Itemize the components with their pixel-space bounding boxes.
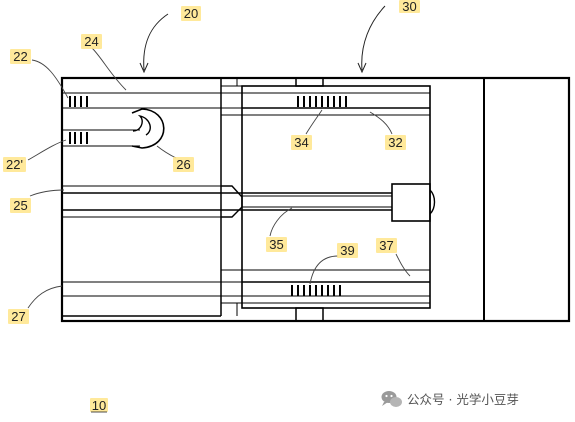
ref-label-24: 24 [81,34,102,49]
end-block [391,183,436,222]
grating-34 [297,96,347,107]
svg-text:22': 22' [6,157,23,172]
svg-text:35: 35 [269,237,283,252]
ref-label-20: 20 [181,6,201,21]
hook-waveguide [62,108,165,149]
ref-label-27: 27 [8,309,29,324]
svg-text:22: 22 [13,49,27,64]
left-module [62,78,222,317]
ref-label-25: 25 [10,198,31,213]
svg-text:20: 20 [184,6,198,21]
coupling-gap [221,78,242,316]
grating-upper-left [69,96,88,107]
svg-text:10: 10 [92,398,106,413]
svg-text:39: 39 [340,243,354,258]
ref-label-10: 10 [90,398,108,413]
ref-label-22-prime: 22' [3,157,26,172]
svg-text:25: 25 [13,198,27,213]
svg-text:32: 32 [388,135,402,150]
svg-text:26: 26 [176,157,190,172]
ref-label-30: 30 [399,0,420,14]
ref-label-26: 26 [173,157,194,172]
svg-text:37: 37 [379,238,393,253]
right-module [241,77,431,322]
svg-text:34: 34 [294,135,308,150]
ref-label-37: 37 [376,238,397,253]
chat-bubbles-icon [381,391,402,407]
grating-39 [291,285,341,296]
ref-label-35: 35 [266,237,287,252]
fibre-probe [221,185,392,218]
watermark-text: 公众号 · 光学小豆芽 [407,392,519,407]
outer-housing [60,76,571,323]
svg-text:27: 27 [11,309,25,324]
ref-label-39: 39 [337,243,358,258]
ref-label-34: 34 [291,135,312,150]
svg-text:30: 30 [402,0,416,14]
leader-lines [27,5,411,309]
watermark: 公众号 · 光学小豆芽 [381,391,519,407]
svg-text:24: 24 [84,34,98,49]
ref-label-32: 32 [385,135,406,150]
grating-lower-left [69,132,88,144]
ref-label-22: 22 [10,49,31,64]
